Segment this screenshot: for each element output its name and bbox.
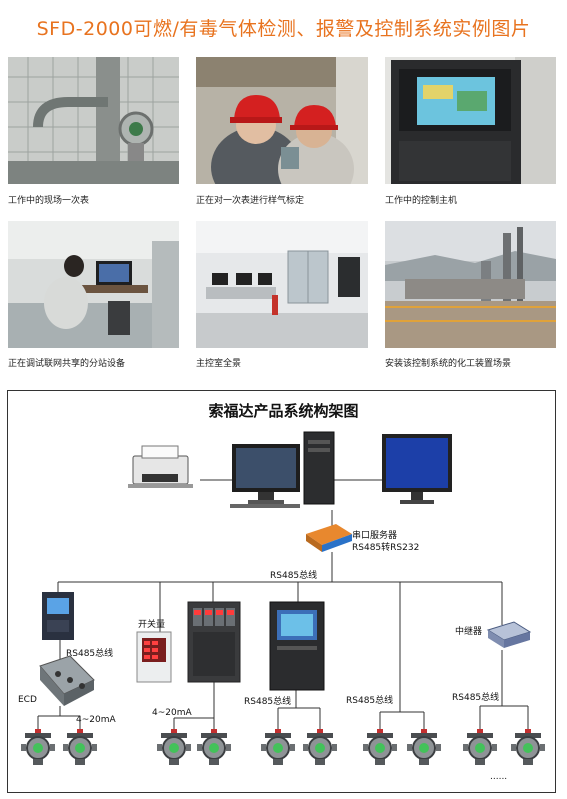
switch-panel-icon — [136, 631, 172, 683]
bus-label-right1: RS485总线 — [346, 696, 394, 706]
gas-detector-icon — [20, 728, 56, 766]
gas-detector-icon — [156, 728, 192, 766]
photo-caption: 主控室全景 — [196, 359, 242, 369]
photo-caption: 正在调试联网共享的分站设备 — [8, 359, 126, 369]
photo-field-detector — [8, 57, 179, 184]
analog-label-left: 4~20mA — [76, 715, 116, 725]
controller-left-icon — [42, 592, 74, 640]
repeater-icon — [486, 621, 532, 648]
gas-detector-icon — [196, 728, 232, 766]
photo-control-room — [196, 221, 368, 348]
photo-chemical-plant — [385, 221, 556, 348]
serial-server-protocol-label: RS485转RS232 — [352, 543, 420, 553]
gas-detector-icon — [362, 728, 398, 766]
photo-caption: 工作中的现场一次表 — [8, 196, 90, 206]
lcd-monitor-icon — [382, 434, 452, 504]
page-title: SFD-2000可燃/有毒气体检测、报警及控制系统实例图片 — [36, 18, 531, 40]
gas-detector-icon — [62, 728, 98, 766]
cabinet-controller-icon — [269, 601, 325, 691]
switch-label: 开关量 — [138, 620, 166, 630]
repeater-label: 中继器 — [455, 627, 483, 637]
multi-channel-controller-icon — [187, 601, 241, 683]
serial-server-icon — [306, 524, 352, 552]
photo-caption: 正在对一次表进行样气标定 — [196, 196, 305, 206]
gas-detector-icon — [510, 728, 546, 766]
photo-control-host — [385, 57, 556, 184]
diagram-title: 索福达产品系统构架图 — [208, 402, 359, 420]
analog-label-mid: 4~20mA — [152, 708, 192, 718]
photo-caption: 工作中的控制主机 — [385, 196, 458, 206]
ecd-icon — [39, 655, 95, 706]
ecd-label: ECD — [18, 695, 37, 705]
computer-tower-icon — [303, 431, 335, 505]
printer-icon — [128, 445, 193, 488]
photo-substation-debug — [8, 221, 179, 348]
bus-label-main: RS485总线 — [270, 571, 318, 581]
gas-detector-icon — [462, 728, 498, 766]
gas-detector-icon — [302, 728, 338, 766]
bus-label-right2: RS485总线 — [452, 693, 500, 703]
bus-label-left-controller: RS485总线 — [66, 649, 114, 659]
serial-server-label: 串口服务器 — [352, 531, 398, 541]
bus-label-mid: RS485总线 — [244, 697, 292, 707]
more-devices-ellipsis: ...... — [490, 772, 508, 782]
photo-calibration — [196, 57, 368, 184]
gas-detector-icon — [406, 728, 442, 766]
monitor-icon — [230, 444, 300, 508]
photo-caption: 安装该控制系统的化工装置场景 — [385, 359, 512, 369]
gas-detector-icon — [260, 728, 296, 766]
